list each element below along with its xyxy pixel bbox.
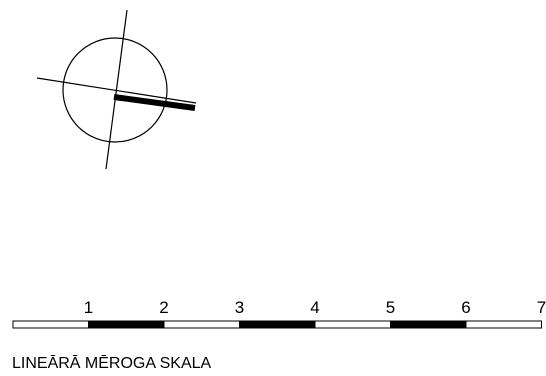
compass-circle [62,37,168,143]
scale-label: 5 [386,298,395,317]
scale-bar: 1 2 3 4 5 6 7 LINEĀRĀ MĒROGA SKALA [12,298,546,372]
compass-symbol [36,9,197,170]
compass-needle [113,94,196,111]
scale-label: 1 [84,298,93,317]
scale-segment [465,320,542,329]
scale-segments [12,320,542,329]
scale-label: 2 [159,298,168,317]
compass-axis-vertical [105,9,128,170]
scale-label: 4 [310,298,319,317]
scale-label: 3 [235,298,244,317]
scale-segment [88,320,165,329]
scale-label: 6 [461,298,470,317]
scale-label: 7 [537,298,546,317]
scale-segment [163,320,240,329]
scale-title: LINEĀRĀ MĒROGA SKALA [12,354,212,372]
scale-labels: 1 2 3 4 5 6 7 [84,298,546,317]
scale-segment [314,320,391,329]
scale-segment [239,320,316,329]
compass-axis-horizontal [36,77,197,104]
scale-segment [390,320,467,329]
scale-segment [12,320,89,329]
